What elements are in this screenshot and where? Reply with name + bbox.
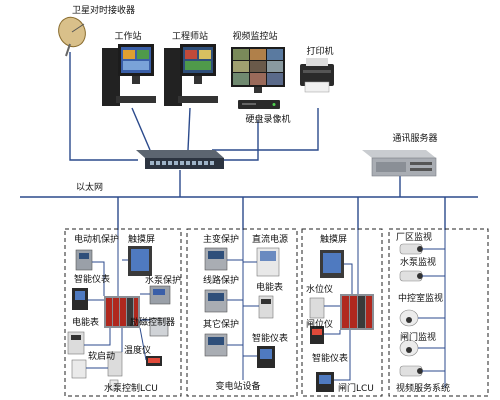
smart-meter-label: 智能仪表 (74, 275, 111, 285)
workstation-icon (102, 44, 156, 106)
dome-camera-icon (399, 309, 419, 327)
area-substation (186, 228, 298, 397)
excitation-controller-label: 励磁控制器 (130, 318, 176, 328)
touchscreen-label: 触摸屏 (128, 235, 156, 245)
camera-icon (399, 365, 423, 377)
workstation-label: 工作站 (114, 32, 142, 42)
substation-equipment-label: 变电站设备 (215, 382, 261, 392)
gate-touchscreen-label: 触摸屏 (320, 235, 348, 245)
engineer-workstation-icon (164, 44, 218, 106)
energy-meter-label: 电能表 (72, 318, 100, 328)
network-switch-icon (136, 150, 224, 169)
area-gate (301, 228, 383, 397)
satellite-dish-icon (58, 16, 86, 57)
substation-devices (204, 247, 280, 368)
engineer-station-label: 工程师站 (171, 32, 209, 42)
area-video (388, 228, 489, 397)
soft-start-label: 软启动 (88, 352, 116, 362)
gate-position-label: 闸位仪 (306, 320, 334, 330)
video-station-label: 视频监控站 (232, 32, 278, 42)
printer-label: 打印机 (306, 47, 334, 57)
pump-area-devices (67, 246, 171, 391)
nvr-icon (238, 100, 280, 109)
gate-smart-meter-label: 智能仪表 (312, 354, 349, 364)
nvr-label: 硬盘录像机 (245, 115, 291, 125)
gate-area-devices (309, 250, 374, 392)
ethernet-label: 以太网 (76, 183, 104, 193)
gate-monitor-label: 闸门监视 (400, 333, 437, 343)
camera-icon (399, 270, 423, 282)
camera-icon (399, 243, 423, 255)
transformer-protection-label: 主变保护 (203, 235, 240, 245)
dc-power-label: 直流电源 (252, 235, 289, 245)
printer-icon (300, 58, 334, 93)
pump-protection-label: 水泵保护 (145, 276, 182, 286)
plant-monitor-label: 厂区监视 (396, 233, 433, 243)
motor-protection-label: 电动机保护 (74, 235, 120, 245)
video-monitor-icon (231, 47, 285, 93)
camera-devices (399, 243, 423, 377)
area-pump-station (64, 228, 182, 397)
substation-smart-meter-label: 智能仪表 (252, 334, 289, 344)
network-wires (20, 52, 478, 230)
gate-lcu-label: 闸门LCU (338, 384, 374, 394)
other-protection-label: 其它保护 (203, 320, 240, 330)
satellite-link (69, 52, 138, 161)
line-protection-label: 线路保护 (203, 276, 240, 286)
central-control-monitor-label: 中控室监视 (398, 294, 444, 304)
video-system-label: 视频服务系统 (396, 384, 451, 394)
substation-energy-meter-label: 电能表 (256, 283, 284, 293)
pump-lcu-label: 水泵控制LCU (104, 384, 158, 394)
satellite-receiver-label: 卫星对时接收器 (72, 6, 136, 16)
temp-monitor-label: 温度仪 (124, 346, 152, 356)
comm-server-label: 通讯服务器 (392, 134, 438, 144)
water-level-label: 水位仪 (306, 285, 334, 295)
comm-server-icon (362, 150, 437, 177)
pump-monitor-label: 水泵监视 (400, 258, 437, 268)
dome-camera-icon (399, 339, 419, 357)
